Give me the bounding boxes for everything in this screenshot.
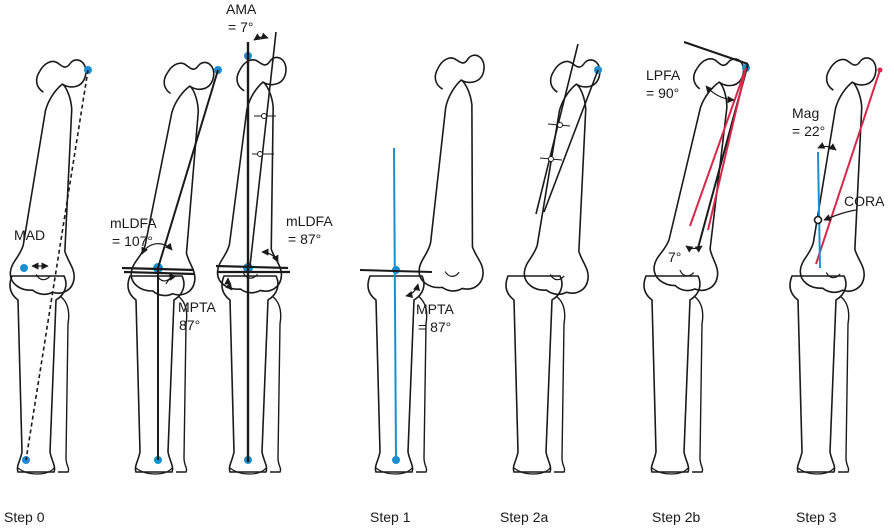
mpta-title: MPTA — [178, 299, 217, 315]
mechanical-axis-line — [25, 69, 89, 461]
tibial-axis-blue — [393, 147, 397, 461]
anatomic-axis — [249, 31, 277, 267]
tibia-bone — [221, 275, 282, 475]
mpta-arc — [165, 273, 177, 285]
step-caption-0: Step 0 — [4, 509, 45, 525]
mag-title: Mag — [792, 105, 819, 121]
mpta-value: = 87° — [418, 319, 451, 335]
ama-arc — [253, 32, 269, 41]
panel-step-3: Mag = 22° CORA — [789, 52, 888, 475]
cora-point — [813, 215, 823, 225]
proximal-tibia-line — [359, 269, 433, 273]
femoral-head-point — [877, 67, 883, 73]
panel-mldfa-107: mLDFA = 107° MPTA 87° — [110, 55, 226, 475]
mag-value: = 22° — [792, 123, 825, 139]
step-caption-1: Step 1 — [370, 509, 411, 525]
anatomic-axis — [535, 43, 579, 215]
mldfa-title: mLDFA — [110, 215, 157, 231]
mldfa-arc — [261, 248, 279, 263]
panel-step-2b: LPFA = 90° 7° — [643, 41, 756, 475]
tibia-bone — [789, 275, 850, 475]
lpfa-arc — [705, 85, 735, 104]
shaft-line — [543, 69, 599, 213]
distal-femur-line — [215, 264, 289, 270]
ama-title: AMA — [226, 1, 257, 17]
femur-bone — [7, 54, 98, 299]
angle-7-arc — [685, 245, 703, 253]
mldfa-value: = 87° — [288, 231, 321, 247]
mldfa-title: mLDFA — [286, 213, 333, 229]
tibia-bone — [505, 275, 566, 475]
femoral-mechanical-axis — [157, 69, 219, 269]
ankle-center-point — [392, 456, 400, 464]
panel-ama: AMA = 7° mLDFA = 87° — [215, 1, 333, 475]
mpta-arc — [224, 277, 233, 291]
panel-step-1: MPTA = 87° — [359, 52, 496, 475]
cora-arrow — [823, 209, 857, 221]
tibia-bone — [643, 275, 704, 475]
mechanical-axis-red — [707, 67, 747, 231]
mpta-value: 87° — [179, 317, 200, 333]
cora-label: CORA — [844, 193, 885, 209]
ankle-center-point — [22, 456, 30, 464]
tibial-axis-blue — [817, 151, 821, 269]
ama-value: = 7° — [228, 19, 253, 35]
knee-center-point — [20, 264, 28, 272]
femur-bone — [215, 53, 298, 296]
panel-step-2a — [505, 43, 612, 475]
proximal-tibia-line — [123, 270, 195, 276]
mpta-arc — [405, 283, 421, 299]
panel-step-0: MAD — [7, 54, 98, 475]
femur-bone — [417, 52, 496, 294]
mpta-title: MPTA — [416, 301, 455, 317]
mag-arc — [817, 142, 837, 151]
distal-femur-line — [121, 266, 195, 272]
mldfa-value: = 107° — [112, 233, 153, 249]
lpfa-title: LPFA — [646, 67, 681, 83]
neck-line — [683, 41, 749, 65]
step-caption-2b: Step 2b — [652, 509, 700, 525]
angle-7-label: 7° — [668, 249, 681, 265]
mldfa-arc — [141, 242, 173, 255]
mad-label: MAD — [14, 227, 45, 243]
step-caption-2a: Step 2a — [500, 509, 548, 525]
mechanical-axis-red — [815, 69, 881, 265]
mechanical-axis-red-2 — [689, 67, 747, 227]
lpfa-value: = 90° — [646, 85, 679, 101]
step-caption-3: Step 3 — [796, 509, 837, 525]
